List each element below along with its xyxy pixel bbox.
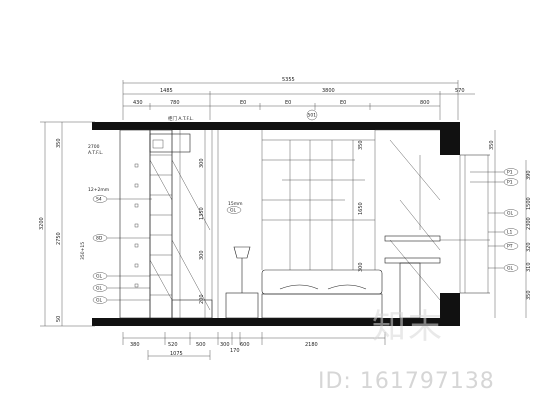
bottom-dim-1: 380 [130, 342, 140, 348]
left-note-spacing: 350+15 [80, 242, 86, 260]
top-section-tag [306, 109, 318, 121]
left-dim-top: 350 [56, 138, 62, 148]
right-tag-6-label: GL [507, 266, 513, 272]
left-tag-2-label: 8D [96, 236, 103, 242]
right-dimension-chain: 350 2300 390 1500 320 310 350 P1 P1 GL L… [470, 130, 532, 318]
right-tag-1-label: P1 [507, 170, 513, 176]
top-dim-e: E0 [340, 100, 346, 106]
left-tag-3-label: GL [96, 274, 102, 280]
left-note-thickness: 12+2mm [88, 187, 109, 193]
bed [261, 269, 383, 319]
watermark-id: ID: 161797138 [318, 369, 495, 394]
top-dim-total: 5355 [282, 77, 295, 83]
right-dim-4: 1500 [526, 197, 532, 210]
right-dim-5: 320 [526, 242, 532, 252]
mirror-tag-label: GL [230, 208, 236, 214]
bottom-dim-2: 520 [168, 342, 178, 348]
top-dim-f: 800 [420, 100, 430, 106]
panel-dim-2: 350 [358, 140, 364, 150]
center-dim-1: 300 [199, 158, 205, 168]
left-tag-4-label: GL [96, 286, 102, 292]
cabinet-label: 柜门 A.T.F.L. [168, 115, 194, 122]
right-tag-5-label: PT [507, 244, 513, 250]
right-wall-panel [375, 129, 490, 319]
left-dim-bottom: 50 [56, 316, 62, 322]
right-tag-3-label: GL [507, 211, 513, 217]
right-dim-3: 390 [526, 170, 532, 180]
left-tag-5-label: GL [96, 298, 102, 304]
bottom-dim-total: 1075 [170, 351, 183, 357]
center-dim-2: 1350 [199, 207, 205, 220]
floor-slab [92, 318, 460, 326]
top-dim-b: 780 [170, 100, 180, 106]
bottom-dim-5: 170 [230, 348, 240, 354]
panel-dim-3: 300 [358, 262, 364, 272]
top-section-tag-label: 501 [308, 113, 317, 119]
right-dim-2: 2300 [526, 217, 532, 230]
bottom-dim-6: 600 [240, 342, 250, 348]
ceiling-slab [92, 122, 460, 130]
left-dim-total: 3200 [39, 217, 45, 230]
right-tag-4-label: L1 [507, 230, 513, 236]
top-dimension-chain: 5355 1485 3800 570 430 780 E0 E0 E0 800 … [122, 77, 475, 121]
left-note-atfl: A.T.F.L. [88, 150, 103, 156]
top-dim-c: E0 [240, 100, 246, 106]
top-dim-left: 1485 [160, 88, 173, 94]
right-floor-block [440, 293, 460, 318]
panel-dim-1: 1650 [358, 202, 364, 215]
center-dimensions: 300 1350 300 200 [199, 130, 219, 318]
mirror-tag [226, 206, 242, 214]
watermark: 知末 ID: 161797138 [318, 307, 495, 394]
left-tag-1-label: S4 [96, 197, 102, 203]
top-dim-a: 430 [133, 100, 143, 106]
bottom-dim-7: 2180 [305, 342, 318, 348]
center-dim-4: 200 [199, 294, 205, 304]
right-dim-7: 350 [526, 290, 532, 300]
left-note-height: 2700 [88, 144, 100, 150]
bottom-dim-3: 500 [196, 342, 206, 348]
slabs [92, 122, 490, 326]
bottom-dim-4: 300 [220, 342, 230, 348]
right-beam [440, 130, 460, 155]
headboard-panel: 15mm GL 1650 350 300 [226, 130, 376, 272]
bottom-dimension-chain: 380 520 500 300 170 600 2180 1075 [122, 332, 386, 360]
left-dim-height: 2750 [56, 232, 62, 245]
right-dim-6: 310 [526, 262, 532, 272]
right-tag-2-label: P1 [507, 180, 513, 186]
table-lamp [225, 246, 259, 319]
right-dim-1: 350 [489, 140, 495, 150]
wardrobe: 柜门 A.T.F.L. [119, 115, 213, 319]
mirror-label: 15mm [228, 201, 243, 207]
top-dim-right: 570 [455, 88, 465, 94]
top-dim-mid: 3800 [322, 88, 335, 94]
left-dimension-chain: 3200 2750 350 50 2700 A.T.F.L. 12+2mm 35… [39, 121, 152, 327]
top-dim-d: E0 [285, 100, 291, 106]
center-dim-3: 300 [199, 250, 205, 260]
watermark-logo: 知末 [372, 307, 444, 347]
